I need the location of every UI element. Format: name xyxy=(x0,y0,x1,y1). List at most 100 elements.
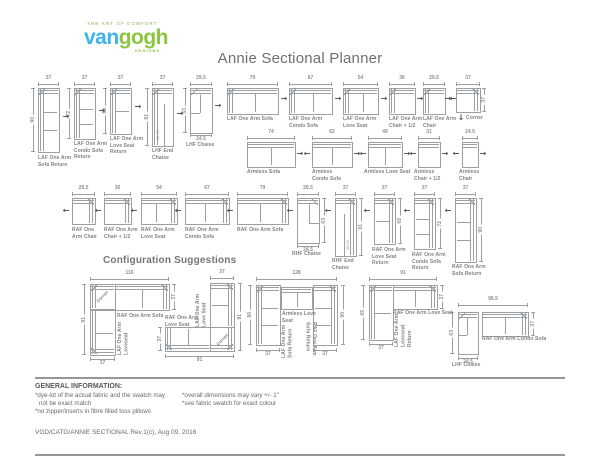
piece-raf-one-arm-sofa-return xyxy=(455,198,477,263)
piece-cfg3-raf-one-arm-sofa-return xyxy=(313,285,338,346)
dimension-value: 90 xyxy=(338,285,348,345)
piece-cfg3-armless-love-seat xyxy=(281,287,313,310)
arrow-left-icon: ← xyxy=(359,149,367,158)
dimension-value: 54 xyxy=(156,185,162,191)
dimension-value: 72 xyxy=(435,198,445,249)
piece-label: LAF One Arm Love Seat Return xyxy=(110,136,144,155)
dimension-value: 67 xyxy=(204,185,210,191)
dimension xyxy=(343,82,378,86)
corner-piece-label: Corner xyxy=(210,327,234,351)
dimension-value: 96.5 xyxy=(488,296,498,302)
piece-label: RAF One Arm Chair xyxy=(72,227,98,240)
piece-label: RAF One Arm Love Seat xyxy=(141,227,175,240)
piece-label: Corner xyxy=(466,115,483,121)
dimension-value: 24.5 xyxy=(463,359,473,365)
dimension xyxy=(185,192,229,196)
dimension-value: 37 xyxy=(159,75,166,81)
dimension-value: 37 xyxy=(465,75,471,81)
dimension xyxy=(74,82,95,86)
dimension-value: 91 xyxy=(235,283,245,351)
arrow-left-icon: ← xyxy=(324,206,332,215)
dimension-value-text: 81 xyxy=(357,222,364,232)
dimension xyxy=(368,136,402,140)
arrow-left-icon: ← xyxy=(286,206,294,215)
piece-cfg1-corner xyxy=(90,284,116,310)
piece-label: Armless Love Seat xyxy=(282,311,316,324)
dimension xyxy=(369,277,437,281)
piece-label: LAF One Arm Loveseat xyxy=(117,321,130,355)
dimension-value-text: 65 xyxy=(359,307,366,318)
piece-laf-one-arm-condo-sofa xyxy=(289,88,333,115)
arrow-right-icon: → xyxy=(62,112,70,121)
dimension-value: 63 xyxy=(319,198,329,243)
arrow-right-icon: → xyxy=(176,109,184,118)
piece-label: Armless Sofa xyxy=(247,169,281,175)
arrow-right-icon: → xyxy=(214,101,222,110)
dimension-value-text: 37 xyxy=(480,95,487,105)
logo-designs: DESIGNS xyxy=(134,48,160,53)
piece-armless-chair xyxy=(462,142,479,168)
piece-label: LAF One Arm Sofa Return xyxy=(281,324,294,358)
arrow-left-icon: ← xyxy=(449,94,457,103)
piece-lhf-end-chaise xyxy=(152,88,174,147)
piece-label: RAF One Arm Sofa xyxy=(237,227,284,233)
dimension-value: 37 xyxy=(265,351,271,357)
arrow-right-icon: → xyxy=(380,94,388,103)
dimension-value: 31 xyxy=(426,129,432,135)
dimension-value: 37 xyxy=(155,327,165,351)
logo-tagline: THE ART OF COMFORT xyxy=(87,21,158,26)
piece-cfg2-raf-one-arm-love-seat xyxy=(165,327,211,352)
dimension xyxy=(335,192,356,196)
dimension-value: 90 xyxy=(245,285,255,345)
arrow-right-icon: → xyxy=(441,149,449,158)
dimension xyxy=(247,136,295,140)
piece-cfg5-raf-one-arm-condo-sofa xyxy=(482,312,529,337)
piece-label: Armless Chair + 1/2 xyxy=(414,169,441,182)
piece-label: RAF One Arm Sofa Return xyxy=(452,264,486,277)
dimension xyxy=(256,277,337,281)
arrow-right-icon: → xyxy=(334,94,342,103)
dimension xyxy=(256,348,280,352)
dimension-value-text: 91 xyxy=(236,312,243,322)
dimension-value: 36 xyxy=(399,75,405,81)
dimension-value: 37 xyxy=(381,185,388,191)
dimension xyxy=(38,82,59,86)
dimension-value: 36 xyxy=(114,185,121,191)
piece-label: Armless Chair xyxy=(459,169,480,182)
dimension-value-text: 90 xyxy=(339,310,346,320)
piece-lhf-chaise xyxy=(190,88,213,134)
dimension-value: 24.5 xyxy=(196,136,206,142)
arrow-left-icon: ← xyxy=(444,206,452,215)
dimension xyxy=(312,136,352,140)
arrow-down-icon: ↓ xyxy=(457,113,465,122)
piece-label: LHF End Chaise xyxy=(152,148,174,161)
dimension-value-text: 81 xyxy=(143,112,150,122)
piece-raf-one-arm-sofa xyxy=(237,198,289,225)
note-line: *dye-lot of the actual fabric and the sw… xyxy=(35,392,166,399)
piece-raf-one-arm-chair-half xyxy=(104,198,132,225)
piece-label: LAF One Arm Chair + 1/2 xyxy=(389,116,423,129)
dimension xyxy=(313,348,337,352)
dimension-value-text: 63 xyxy=(448,328,455,338)
piece-cfg1-laf-one-arm-loveseat xyxy=(90,310,116,356)
inner-dimension: 18.75 xyxy=(345,239,351,250)
piece-label: RAF One Arm Love Seat xyxy=(393,310,453,316)
dimension-value: 29.5 xyxy=(78,185,89,191)
dimension xyxy=(458,303,528,307)
piece-rhf-chaise xyxy=(297,198,320,244)
dimension xyxy=(190,133,212,137)
dimension-value: 37 xyxy=(81,75,88,81)
arrow-right-icon: → xyxy=(296,149,304,158)
piece-raf-one-arm-condo-sofa xyxy=(185,198,230,225)
dimension-value: 37 xyxy=(99,360,106,366)
dimension-value: 37 xyxy=(462,185,469,191)
document-reference: VGD/CATG/ANNIE SECTIONAL Rev.1(c), Aug 0… xyxy=(35,429,197,436)
dimension-value: 37 xyxy=(117,75,124,81)
piece-cfg4-laf-one-arm-loveseat-return xyxy=(369,285,394,341)
piece-armless-love-seat xyxy=(368,142,403,168)
piece-laf-one-arm-condo-sofa-return xyxy=(74,88,96,140)
dimension-value: 37 xyxy=(169,284,179,310)
dimension-value: 74 xyxy=(268,129,274,135)
